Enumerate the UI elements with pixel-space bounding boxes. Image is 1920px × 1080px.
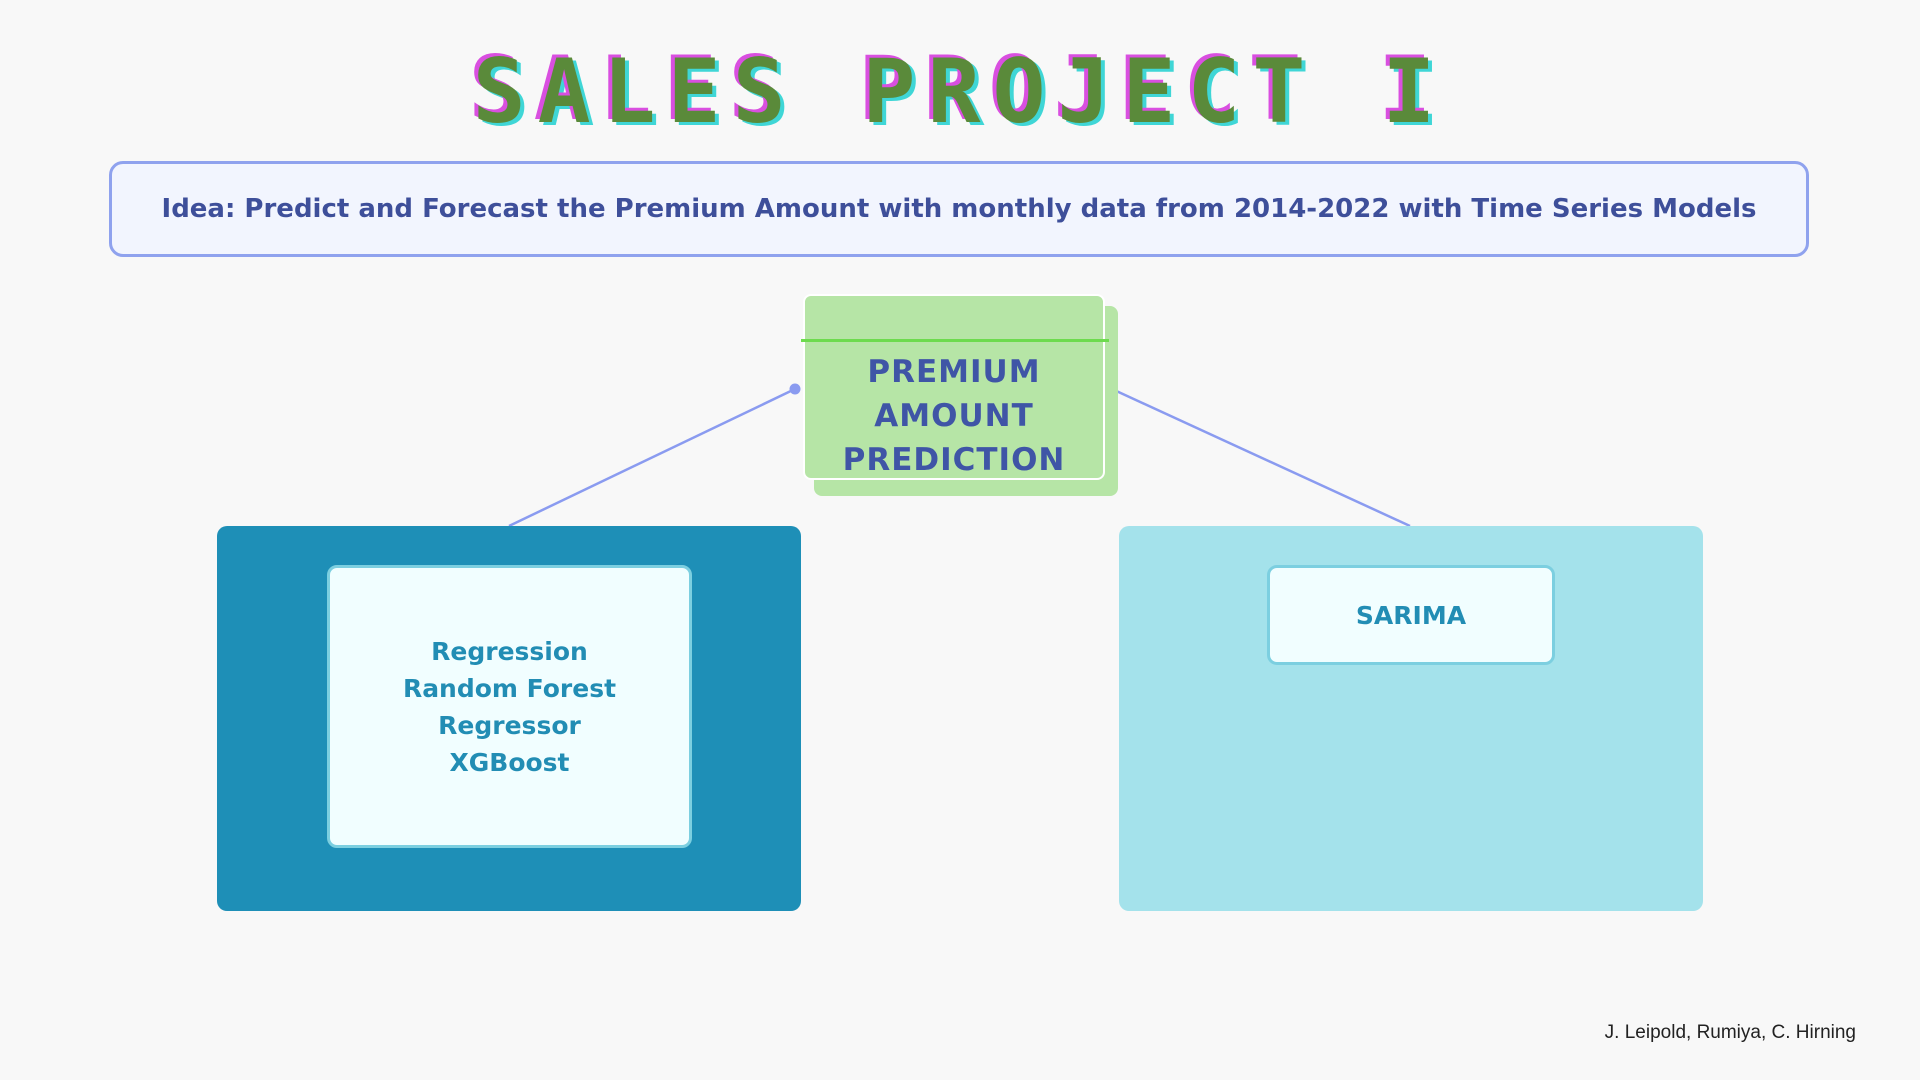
- left-branch-item-xgboost: XGBoost: [449, 747, 570, 777]
- central-node-line-2: AMOUNT: [874, 398, 1034, 434]
- central-node-divider: [801, 339, 1109, 342]
- idea-box: Idea: Predict and Forecast the Premium A…: [109, 161, 1809, 257]
- left-branch-item-random-forest: Random Forest Regressor: [402, 673, 617, 740]
- connector-right: [1111, 387, 1411, 528]
- authors-credit: J. Leipold, Rumiya, C. Hirning: [1604, 1022, 1856, 1043]
- idea-text: Idea: Predict and Forecast the Premium A…: [161, 194, 1757, 224]
- central-node-line-1: PREMIUM: [867, 354, 1041, 390]
- right-branch-card[interactable]: SARIMA: [1267, 565, 1555, 665]
- central-node-line-3: PREDICTION: [842, 442, 1066, 478]
- central-node-label: PREMIUM AMOUNT PREDICTION: [805, 350, 1103, 482]
- left-branch-card[interactable]: Regression Random Forest Regressor XGBoo…: [327, 565, 692, 848]
- connector-left: [508, 387, 796, 528]
- right-branch-item-sarima: SARIMA: [1355, 600, 1467, 630]
- left-branch-item-regression: Regression: [431, 636, 588, 666]
- connector-left-dot: [789, 383, 801, 395]
- central-node[interactable]: PREMIUM AMOUNT PREDICTION: [801, 294, 1109, 482]
- slide-title: SALES PROJECT I: [472, 40, 1448, 143]
